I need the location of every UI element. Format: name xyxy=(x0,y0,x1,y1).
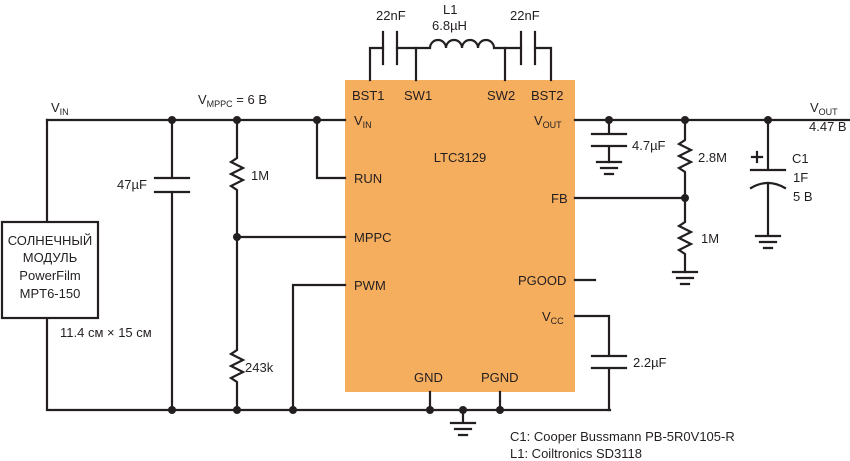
solar-line4: MPT6-150 xyxy=(20,286,81,301)
pin-sw1: SW1 xyxy=(404,88,432,103)
resistor-r-bot xyxy=(228,235,246,412)
capacitor-c-out xyxy=(590,118,628,176)
pin-run: RUN xyxy=(354,171,382,186)
label-c-bst2: 22nF xyxy=(510,8,540,23)
wire-vin-rail xyxy=(45,118,612,412)
label-r-top: 1M xyxy=(251,168,269,183)
resistor-r-top xyxy=(228,118,246,239)
ic-name: LTC3129 xyxy=(434,150,487,165)
wire-run xyxy=(315,118,347,180)
label-r-fb-top: 2.8M xyxy=(698,150,727,165)
pin-mppc: MPPC xyxy=(354,230,392,245)
pin-vout: VOUT xyxy=(534,113,562,130)
label-r-fb-bot: 1M xyxy=(701,231,719,246)
label-vin: VIN xyxy=(51,100,69,117)
capacitor-c-vcc xyxy=(573,314,628,412)
resistor-r-fb-top xyxy=(676,118,694,200)
solar-module-box xyxy=(0,220,100,320)
pin-pgood: PGOOD xyxy=(518,273,566,288)
solar-line3: PowerFilm xyxy=(19,268,80,283)
wire-pwm xyxy=(291,283,347,412)
pin-sw2: SW2 xyxy=(487,88,515,103)
solar-size: 11.4 см × 15 см xyxy=(60,325,152,340)
note-c1: C1: Cooper Bussmann PB-5R0V105-R xyxy=(510,429,735,444)
label-r-bot: 243k xyxy=(245,360,274,375)
note-l1: L1: Coiltronics SD3118 xyxy=(510,446,642,461)
label-c1-name: C1 xyxy=(792,151,809,166)
pin-vcc: VCC xyxy=(542,309,564,326)
pin-fb: FB xyxy=(551,191,568,206)
capacitor-c-bst2 xyxy=(503,30,553,82)
pin-bst2: BST2 xyxy=(531,88,564,103)
label-c-bst1: 22nF xyxy=(376,8,406,23)
capacitor-c-bst1 xyxy=(368,30,418,82)
label-vout: VOUT xyxy=(810,100,838,117)
capacitor-c1 xyxy=(749,118,787,250)
inductor-l1 xyxy=(414,38,507,82)
label-l1-name: L1 xyxy=(443,2,457,17)
label-c-out: 4.7µF xyxy=(632,138,666,153)
label-c1-voltage: 5 В xyxy=(793,189,813,204)
solar-line2: МОДУЛЬ xyxy=(23,250,78,265)
pin-pwm: PWM xyxy=(354,278,386,293)
junction-dots xyxy=(168,116,772,414)
label-vout-value: 4.47 В xyxy=(809,119,847,134)
pin-pgnd: PGND xyxy=(481,370,519,385)
resistor-r-fb-bot xyxy=(671,196,699,286)
ground-symbol-main xyxy=(449,408,477,437)
solar-line1: СОЛНЕЧНЫЙ xyxy=(8,233,93,248)
pin-vin: VIN xyxy=(354,113,372,130)
label-l1-value: 6.8µH xyxy=(432,18,467,33)
label-c-in: 47µF xyxy=(117,177,147,192)
pin-bst1: BST1 xyxy=(352,88,385,103)
label-vmppc: VMPPC = 6 В xyxy=(198,92,267,109)
ltc3129-chip xyxy=(345,80,575,392)
pin-gnd: GND xyxy=(414,370,443,385)
label-c1-value: 1F xyxy=(793,170,808,185)
label-c-vcc: 2.2µF xyxy=(633,355,667,370)
capacitor-c-in xyxy=(153,118,191,412)
